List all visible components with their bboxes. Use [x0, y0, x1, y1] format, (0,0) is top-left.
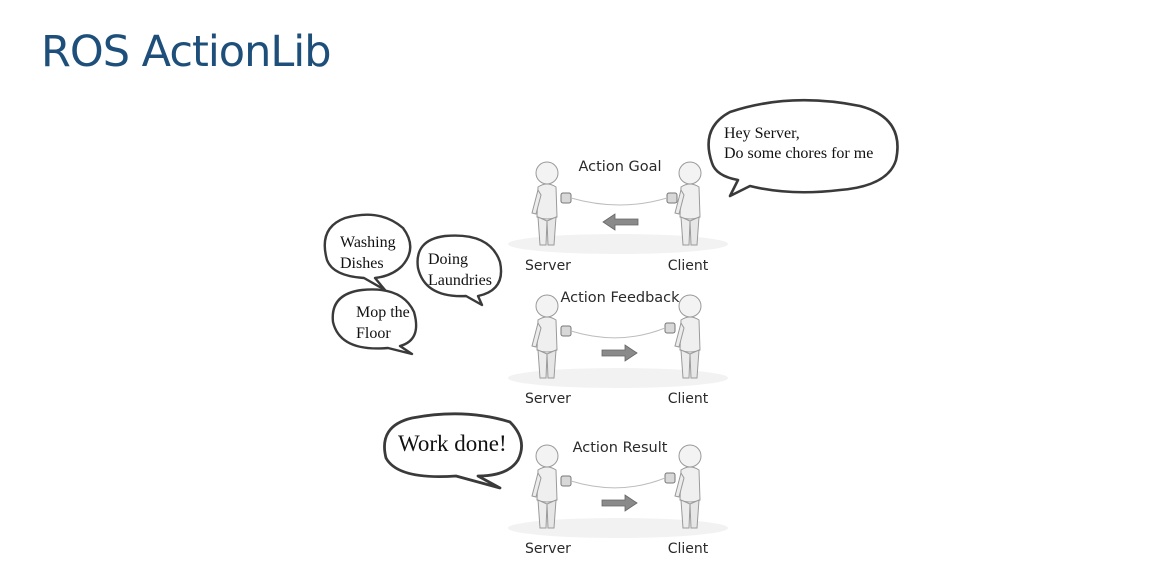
- svg-text:Floor: Floor: [356, 325, 391, 342]
- svg-text:Do some chores for me: Do some chores for me: [724, 145, 873, 162]
- panel-heading: Action Feedback: [560, 290, 680, 306]
- slide-title: ROS ActionLib: [41, 27, 332, 77]
- panel-action-result: Action Result Server Client: [508, 440, 728, 557]
- string-line: [570, 477, 666, 489]
- arrow-left-icon: [602, 213, 639, 231]
- svg-text:Dishes: Dishes: [340, 255, 384, 272]
- chore-bubble-mop-the-floor: Mop the Floor: [331, 288, 418, 356]
- server-label: Server: [525, 541, 571, 557]
- panel-action-goal: Action Goal Server Client: [508, 159, 728, 274]
- svg-text:Work done!: Work done!: [398, 431, 507, 456]
- server-label: Server: [525, 391, 571, 407]
- client-figure: [664, 294, 702, 379]
- svg-text:Mop the: Mop the: [356, 304, 410, 321]
- floor-shadow: [508, 518, 728, 538]
- client-label: Client: [668, 391, 709, 407]
- goal-speech-bubble: Hey Server, Do some chores for me: [707, 98, 899, 198]
- panel-action-feedback: Action Feedback Server Client: [508, 290, 728, 407]
- server-figure: [531, 444, 572, 529]
- chore-bubble-washing-dishes: Washing Dishes: [323, 213, 412, 292]
- server-label: Server: [525, 258, 571, 274]
- client-figure: [666, 161, 702, 246]
- server-figure: [531, 294, 572, 379]
- server-figure: [531, 161, 572, 246]
- svg-text:Doing: Doing: [428, 251, 468, 268]
- panel-heading: Action Goal: [578, 159, 661, 175]
- client-figure: [664, 444, 702, 529]
- svg-text:Laundries: Laundries: [428, 272, 492, 289]
- result-speech-bubble: Work done!: [383, 412, 523, 490]
- arrow-right-icon: [601, 344, 638, 362]
- floor-shadow: [508, 234, 728, 254]
- panel-heading: Action Result: [573, 440, 668, 456]
- arrow-right-icon: [601, 494, 638, 512]
- string-line: [570, 327, 666, 339]
- actionlib-diagram: Action Goal Server Client Action Feedbac…: [323, 98, 899, 557]
- svg-text:Hey Server,: Hey Server,: [724, 125, 800, 142]
- string-line: [570, 197, 668, 206]
- svg-text:Washing: Washing: [340, 234, 396, 251]
- client-label: Client: [668, 541, 709, 557]
- floor-shadow: [508, 368, 728, 388]
- client-label: Client: [668, 258, 709, 274]
- chore-bubble-doing-laundries: Doing Laundries: [416, 234, 503, 307]
